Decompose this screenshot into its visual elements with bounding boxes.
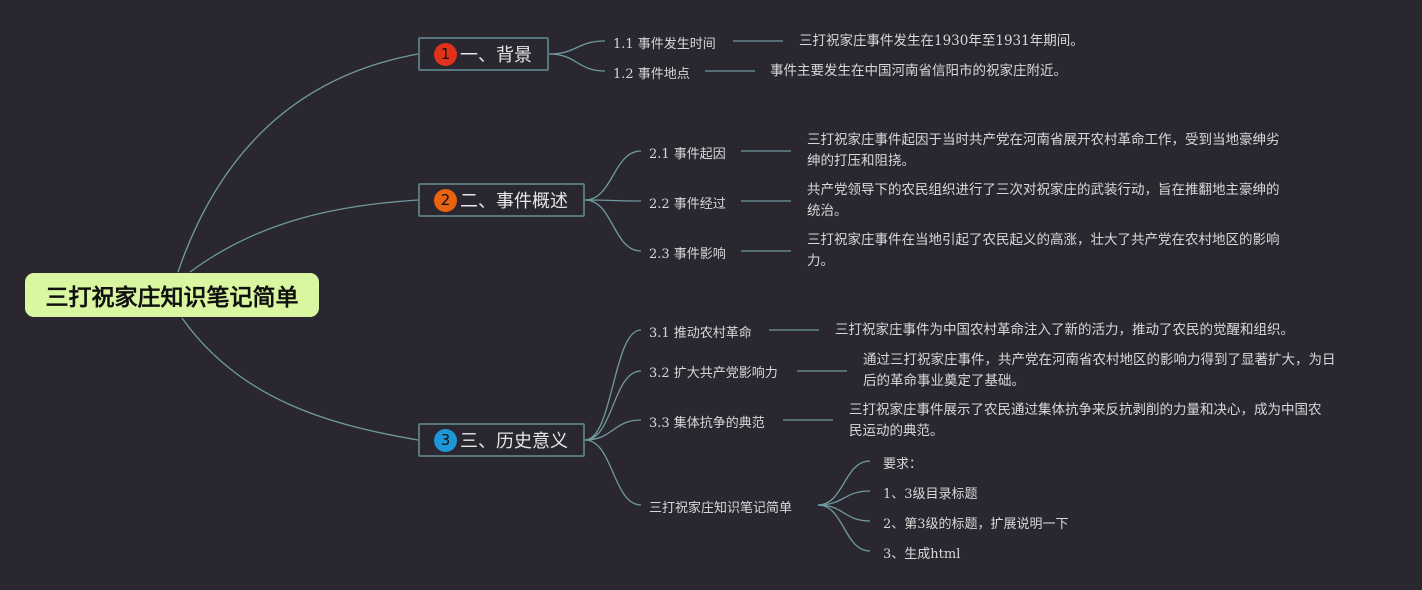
link-root-topic-1 [177, 53, 419, 273]
link-t1-s1 [548, 40, 606, 55]
child-item-4[interactable]: 3、生成html [883, 547, 961, 562]
subtopic-1-2[interactable]: 1.2 事件地点 [613, 67, 690, 82]
topic-node-1[interactable]: 1 一、背景 [418, 37, 549, 71]
link-t2-s2 [584, 199, 642, 202]
link-root-topic-2 [189, 199, 419, 273]
link-child-2 [817, 490, 871, 506]
topic-label-3: 三、历史意义 [460, 431, 568, 452]
root-label: 三打祝家庄知识笔记简单 [45, 285, 299, 311]
subtopic-3-4[interactable]: 三打祝家庄知识笔记简单 [649, 501, 793, 516]
child-item-3[interactable]: 2、第3级的标题，扩展说明一下 [883, 517, 1069, 532]
root-node[interactable]: 三打祝家庄知识笔记简单 [25, 273, 319, 317]
child-item-2[interactable]: 1、3级目录标题 [883, 487, 978, 502]
detail-3-1[interactable]: 三打祝家庄事件为中国农村革命注入了新的活力，推动了农民的觉醒和组织。 [835, 322, 1294, 338]
subtopic-3-1[interactable]: 3.1 推动农村革命 [649, 326, 752, 341]
link-t3-s1 [584, 329, 642, 441]
detail-3-3[interactable]: 三打祝家庄事件展示了农民通过集体抗争来反抗剥削的力量和决心，成为中国农 民运动的… [849, 402, 1322, 439]
link-t3-s2 [584, 370, 642, 441]
subtopic-1-1[interactable]: 1.1 事件发生时间 [613, 37, 716, 52]
link-t3-s4 [584, 439, 642, 506]
detail-2-3[interactable]: 三打祝家庄事件在当地引起了农民起义的高涨，壮大了共产党在农村地区的影响 力。 [807, 232, 1280, 269]
subtopic-2-3[interactable]: 2.3 事件影响 [649, 247, 726, 262]
link-root-topic-3 [181, 317, 419, 441]
detail-1-2[interactable]: 事件主要发生在中国河南省信阳市的祝家庄附近。 [770, 63, 1067, 79]
detail-3-2[interactable]: 通过三打祝家庄事件，共产党在河南省农村地区的影响力得到了显著扩大，为日 后的革命… [863, 352, 1336, 389]
detail-2-2[interactable]: 共产党领导下的农民组织进行了三次对祝家庄的武装行动，旨在推翻地主豪绅的 统治。 [807, 182, 1280, 219]
child-item-1[interactable]: 要求： [883, 457, 923, 472]
number-badge-1: 1 [434, 42, 457, 66]
link-child-1 [817, 460, 871, 506]
subtopic-3-3[interactable]: 3.3 集体抗争的典范 [649, 416, 765, 431]
subtopic-3-2[interactable]: 3.2 扩大共产党影响力 [649, 366, 778, 381]
topic-node-2[interactable]: 2 二、事件概述 [418, 183, 585, 217]
subtopic-2-2[interactable]: 2.2 事件经过 [649, 197, 726, 212]
link-t2-s1 [584, 150, 642, 201]
topic-label-1: 一、背景 [460, 45, 532, 66]
link-child-3 [817, 504, 871, 522]
topic-label-2: 二、事件概述 [460, 191, 568, 212]
detail-1-1[interactable]: 三打祝家庄事件发生在1930年至1931年期间。 [799, 33, 1084, 49]
link-t1-s2 [548, 53, 606, 72]
detail-2-1[interactable]: 三打祝家庄事件起因于当时共产党在河南省展开农村革命工作，受到当地豪绅劣 绅的打压… [807, 132, 1280, 169]
topic-node-3[interactable]: 3 三、历史意义 [418, 423, 585, 457]
link-child-4 [817, 504, 871, 552]
number-badge-2: 2 [434, 188, 457, 212]
subtopic-2-1[interactable]: 2.1 事件起因 [649, 147, 726, 162]
number-badge-3: 3 [434, 428, 457, 452]
link-t3-s3 [584, 419, 642, 441]
link-t2-s3 [584, 199, 642, 252]
